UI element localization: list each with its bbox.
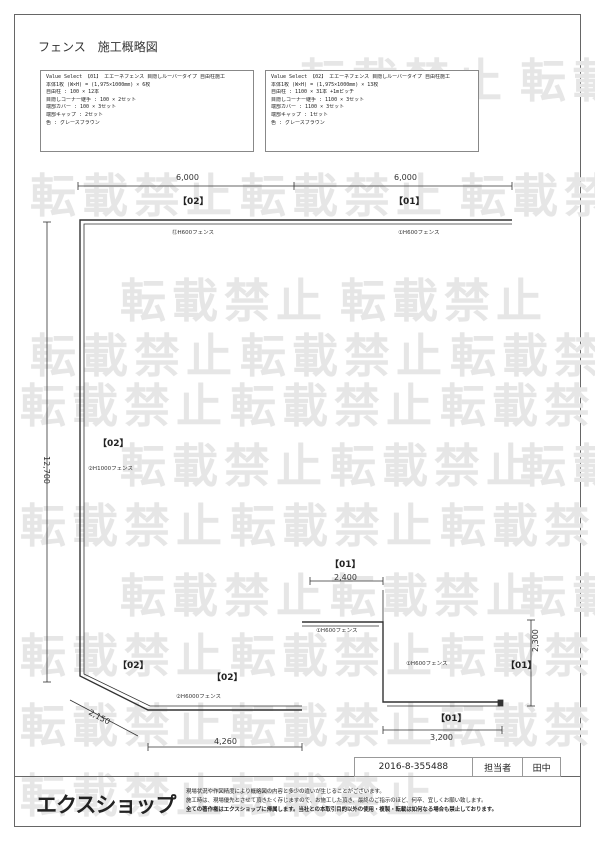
dim-right-vertical: 2,300 <box>531 629 540 652</box>
fence-label: ②H6000フェンス <box>176 693 221 700</box>
spec-line: Value Select 【02】 エエーネフェンス 目隠しルーバータイプ 自由… <box>271 74 451 80</box>
footer-divider <box>14 776 581 777</box>
fence-label: ①H600フェンス <box>406 660 447 667</box>
note-line: 施工時は、現場優先とさせて頂きたく存じますので、お施工した頂き、最終のご指示のほ… <box>186 798 487 804</box>
dim-bottom-right: 3,200 <box>430 733 453 742</box>
fence-label: ⑫H600フェンス <box>172 228 214 236</box>
fence-line-right <box>302 621 500 703</box>
spec-line: 本体1枚 (W×H) = (1,975×1000mm) × 6枚 <box>46 81 151 88</box>
fence-label: ①H600フェンス <box>316 627 357 634</box>
dim-middle-top: 2,400 <box>334 573 357 582</box>
segment-label: 【02】 <box>178 196 209 207</box>
segment-label: 【01】 <box>394 196 425 207</box>
spec-line: Value Select 【01】 エエーネフェンス 目隠しルーバータイプ 自由… <box>46 74 226 80</box>
spec-line: 目隠しコーナー継手 : 1100 × 3セット <box>271 96 365 103</box>
spec-line: 自由柱 : 1100 × 31本 +1mピッチ <box>271 89 355 96</box>
segment-label: 【01】 <box>330 559 361 570</box>
spec-line: 色 : グレースブラウン <box>46 119 100 126</box>
segment-label: 【02】 <box>98 438 129 449</box>
spec-box-02: Value Select 【02】 エエーネフェンス 目隠しルーバータイプ 自由… <box>265 70 479 152</box>
dim-diagonal: 2,150 <box>87 708 111 727</box>
segment-label: 【02】 <box>118 660 149 671</box>
footer-notes: 現場状況や作図精度により概略図の内容と多少の違いが生じることがございます。 施工… <box>186 788 497 815</box>
dim-top-right: 6,000 <box>394 173 417 182</box>
segment-label: 【02】 <box>212 672 243 683</box>
spec-line: 端部キャップ : 2セット <box>46 111 104 118</box>
dim-line-diagonal <box>69 699 139 737</box>
staff-label: 担当者 <box>473 758 524 776</box>
spec-line: 目隠しコーナー継手 : 100 × 2セット <box>46 96 137 103</box>
document-info-box: 2016-8-355488 担当者 田中 <box>354 757 561 777</box>
page-title: フェンス 施工概略図 <box>38 40 158 54</box>
fence-label: ②H1000フェンス <box>88 465 133 472</box>
spec-line: 自由柱 : 100 × 12本 <box>46 89 100 96</box>
note-line: 現場状況や作図精度により概略図の内容と多少の違いが生じることがございます。 <box>186 789 385 795</box>
spec-line: 端部カバー : 1100 × 3セット <box>271 104 345 111</box>
segment-label: 【01】 <box>506 660 537 671</box>
spec-line: 端部キャップ : 1セット <box>271 111 329 118</box>
fence-label: ①H600フェンス <box>398 229 439 236</box>
segment-label: 【01】 <box>436 713 467 724</box>
fence-line-main <box>79 219 512 711</box>
dim-bottom-left: 4,260 <box>214 737 237 746</box>
spec-line: 色 : グレースブラウン <box>271 119 325 126</box>
spec-box-01: Value Select 【01】 エエーネフェンス 目隠しルーバータイプ 自由… <box>40 70 254 152</box>
spec-line: 本体1枚 (W×H) = (1,975×1000mm) × 13枚 <box>271 81 379 88</box>
spec-line: 端部カバー : 100 × 3セット <box>46 104 117 111</box>
staff-name: 田中 <box>532 763 551 774</box>
note-line: 全ての著作権はエクスショップに帰属します。当社との本取引目的以外の使用・複製・転… <box>186 807 498 813</box>
dim-left-vertical: 12,700 <box>42 456 51 484</box>
post-marker <box>497 699 504 707</box>
page-frame <box>14 14 581 827</box>
company-logo: エクスショップ <box>36 793 176 817</box>
document-number: 2016-8-355488 <box>355 758 473 776</box>
dim-top-left: 6,000 <box>176 173 199 182</box>
